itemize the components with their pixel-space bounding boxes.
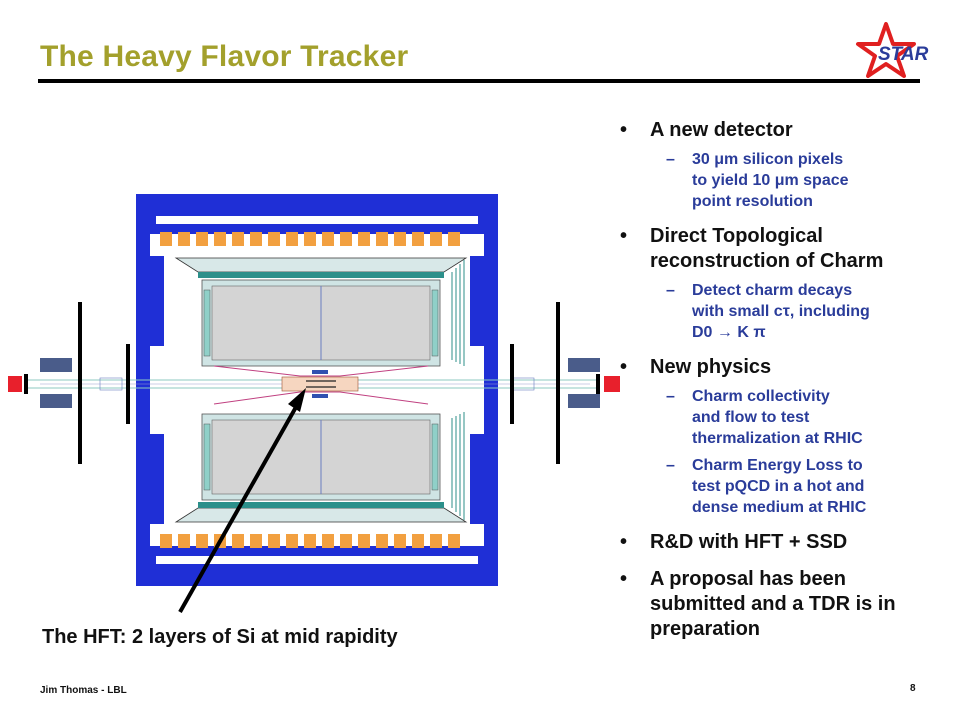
forward-detectors (78, 302, 560, 464)
logo-text: STAR (878, 44, 929, 65)
coil-row-top (160, 232, 460, 246)
tpc-lower (201, 413, 441, 501)
bullet-topological: • Direct Topological reconstruction of C… (620, 225, 884, 272)
hft-center (213, 365, 429, 405)
star-logo-icon: STAR (856, 22, 929, 78)
bullet-proposal: • A proposal has been submitted and a TD… (620, 568, 896, 640)
footer-author: Jim Thomas - LBL (40, 685, 127, 696)
bullet-dot-icon: • (620, 225, 628, 247)
bullet-list: • A new detector – 30 μm silicon pixels … (620, 118, 940, 642)
bullet-dot-icon: • (620, 119, 628, 141)
sub-list-new-physics: – Charm collectivity and flow to test th… (620, 386, 940, 518)
bullet-new-detector: • A new detector (620, 119, 793, 141)
pointer-arrow (178, 388, 306, 613)
sub-bullet-pixels: – 30 μm silicon pixels to yield 10 μm sp… (666, 151, 849, 210)
bullet-dot-icon: • (620, 568, 628, 590)
slide-title: The Heavy Flavor Tracker (40, 40, 409, 73)
barrel-calorimeter-bottom (174, 507, 468, 523)
sub-bullet-collectivity: – Charm collectivity and flow to test th… (666, 388, 863, 447)
page-number: 8 (910, 683, 916, 694)
endcap-fins (451, 260, 465, 520)
hft-detector-diagram (8, 194, 620, 613)
coil-row-bottom (160, 534, 460, 548)
sub-list-topological: – Detect charm decays with small cτ, inc… (620, 280, 940, 343)
diagram-caption: The HFT: 2 layers of Si at mid rapidity (42, 626, 398, 648)
bullet-dot-icon: • (620, 531, 628, 553)
sub-bullet-charm-decays: – Detect charm decays with small cτ, inc… (666, 282, 870, 341)
bullet-rnd: • R&D with HFT + SSD (620, 531, 848, 553)
bullet-dot-icon: • (620, 356, 628, 378)
barrel-calorimeter-top (174, 257, 468, 273)
sub-bullet-energy-loss: – Charm Energy Loss to test pQCD in a ho… (666, 457, 867, 516)
bullet-new-physics: • New physics (620, 356, 772, 378)
beamline-magnets (8, 358, 620, 408)
title-underline (38, 79, 920, 83)
sub-list-new-detector: – 30 μm silicon pixels to yield 10 μm sp… (620, 149, 940, 212)
tpc-upper (201, 279, 441, 367)
